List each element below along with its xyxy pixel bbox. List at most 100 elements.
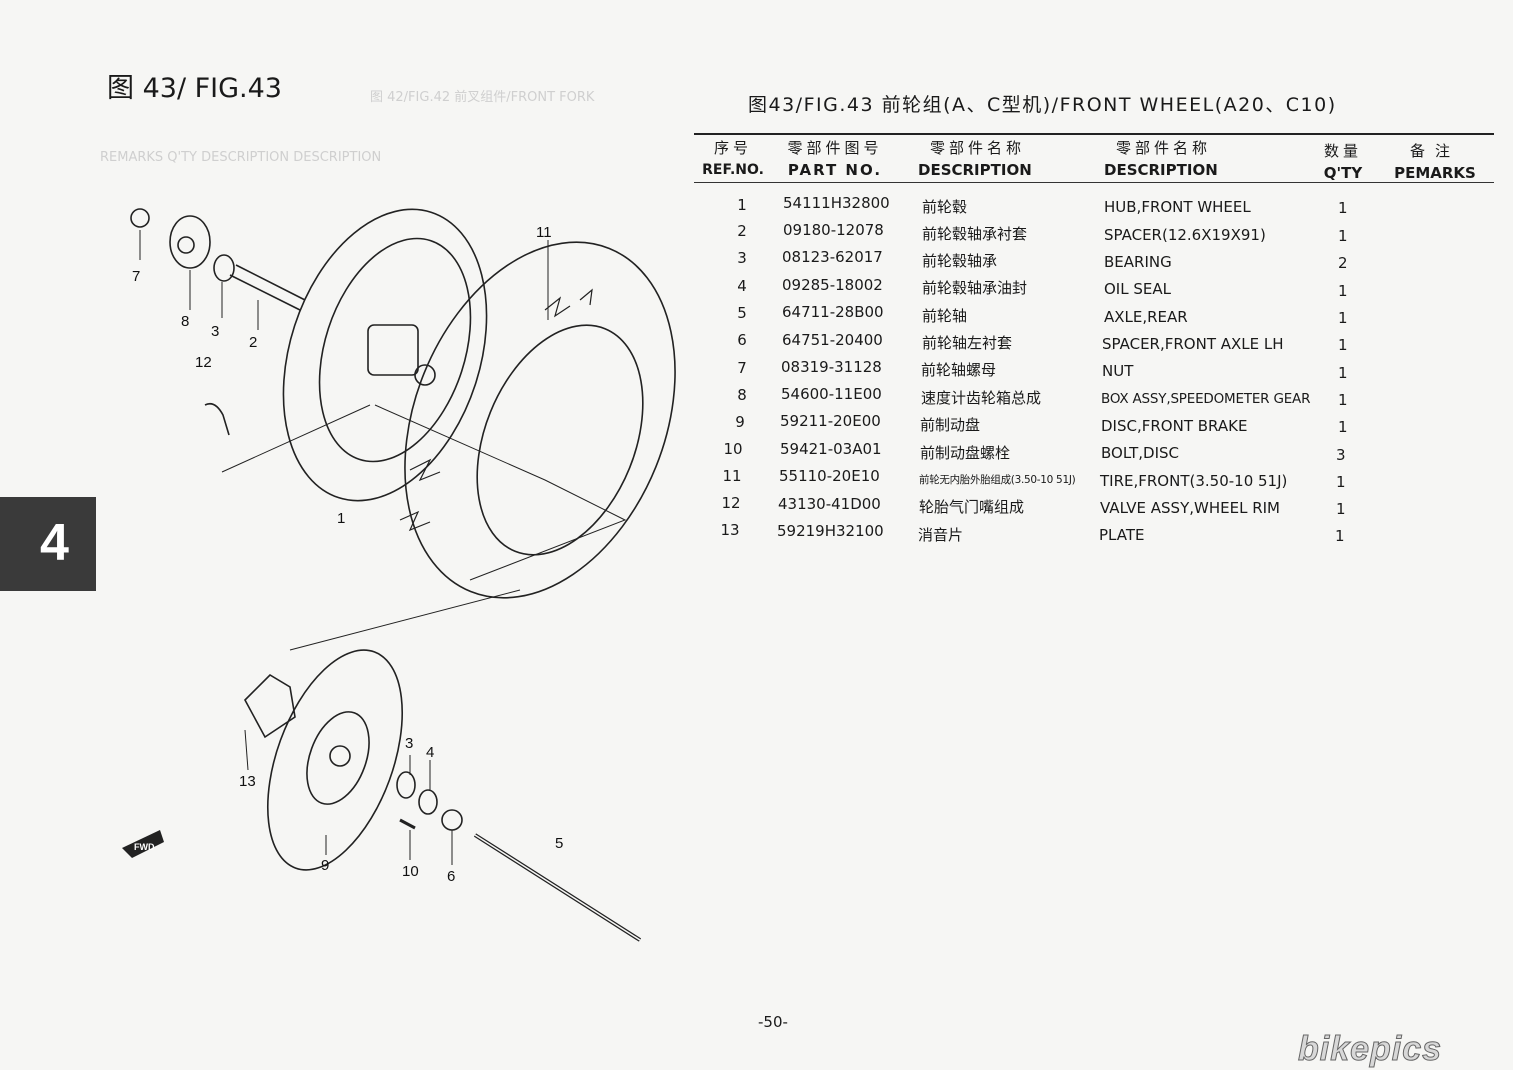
tire-outline (404, 241, 676, 599)
cell-ref: 10 (723, 440, 743, 458)
cell-name-cn: 前轮轴 (922, 307, 968, 325)
cell-qty: 3 (1336, 446, 1346, 464)
cell-name-cn: 速度计齿轮箱总成 (921, 389, 1042, 407)
cell-name-en: BOLT,DISC (1101, 444, 1180, 462)
cell-name-cn: 前轮毂 (922, 198, 968, 216)
cell-name-en: TIRE,FRONT(3.50-10 51J) (1100, 472, 1288, 490)
cell-name-en: BOX ASSY,SPEEDOMETER GEAR (1101, 391, 1311, 407)
cell-name-en: VALVE ASSY,WHEEL RIM (1100, 499, 1280, 517)
cell-qty: 2 (1338, 254, 1348, 272)
brake-disc-9 (266, 649, 404, 871)
cell-part-no: 09285-18002 (782, 276, 883, 294)
callout-6: 6 (447, 868, 455, 885)
watermark-logo: bikepics (1297, 1030, 1443, 1069)
bleed-through-text: 图 42/FIG.42 前叉组件/FRONT FORK (370, 90, 595, 105)
callout-10: 10 (402, 863, 419, 880)
callout-2: 2 (249, 334, 257, 351)
cell-name-cn: 前轮无内胎外胎组成(3.50-10 51J) (919, 474, 1076, 486)
cell-ref: 3 (737, 249, 747, 267)
cell-part-no: 43130-41D00 (778, 495, 881, 513)
cell-name-cn: 前轮毂轴承衬套 (922, 225, 1028, 243)
cell-name-en: DISC,FRONT BRAKE (1101, 417, 1248, 435)
hub-bearing-seat (414, 364, 436, 386)
table-top-rule (694, 133, 1494, 135)
bearing-3-top (213, 254, 235, 282)
tire-tread-marks (399, 288, 593, 532)
bolt-10 (399, 818, 416, 830)
callout-5: 5 (555, 835, 563, 852)
cell-part-no: 54111H32800 (783, 194, 890, 212)
cell-part-no: 55110-20E10 (779, 467, 880, 485)
callout-11: 11 (536, 224, 552, 241)
cell-name-cn: 轮胎气门嘴组成 (919, 498, 1025, 516)
cell-qty: 1 (1336, 500, 1346, 518)
cell-qty: 1 (1338, 364, 1348, 382)
callout-9: 9 (321, 857, 329, 874)
cell-qty: 1 (1338, 282, 1348, 300)
cell-name-cn: 前轮轴左衬套 (922, 334, 1013, 352)
axle-nut-7 (130, 208, 150, 228)
cell-part-no: 59421-03A01 (780, 440, 882, 458)
cell-name-cn: 消音片 (918, 526, 964, 544)
tire-inner-bead (476, 324, 644, 556)
cell-name-en: SPACER(12.6X19X91) (1104, 226, 1266, 244)
cell-part-no: 64751-20400 (782, 331, 883, 349)
cell-qty: 1 (1335, 527, 1345, 545)
cell-name-cn: 前制动盘螺栓 (920, 444, 1011, 462)
cell-part-no: 59211-20E00 (780, 412, 881, 430)
bearing-3-bottom (396, 771, 416, 799)
cell-ref: 12 (721, 494, 741, 512)
cell-name-cn: 前轮轴螺母 (921, 361, 997, 379)
cell-ref: 2 (737, 222, 747, 240)
section-tab: 4 (0, 497, 96, 591)
spacer-2 (229, 264, 306, 311)
cell-name-cn: 前制动盘 (920, 416, 981, 434)
callout-3b: 3 (405, 735, 413, 752)
cell-ref: 6 (737, 331, 747, 349)
cell-name-en: AXLE,REAR (1104, 308, 1188, 326)
wheel-rim-inner (318, 237, 472, 463)
cell-qty: 1 (1336, 473, 1346, 491)
cell-name-en: PLATE (1099, 526, 1145, 544)
figure-label: 图 43/ FIG.43 (107, 73, 282, 104)
cell-name-cn: 前轮毂轴承 (922, 252, 998, 270)
cell-part-no: 08319-31128 (781, 358, 882, 376)
page-number: -50- (758, 1013, 788, 1031)
cell-ref: 13 (720, 521, 740, 539)
cell-name-en: SPACER,FRONT AXLE LH (1102, 335, 1284, 353)
cell-part-no: 64711-28B00 (782, 303, 884, 321)
valve-12 (204, 402, 230, 436)
wheel-rim-outline (282, 208, 488, 502)
cell-qty: 1 (1338, 199, 1348, 217)
cell-ref: 11 (722, 467, 742, 485)
bleed-through-text: REMARKS Q'TY DESCRIPTION DESCRIPTION (100, 150, 382, 165)
table-title: 图43/FIG.43 前轮组(A、C型机)/FRONT WHEEL(A20、C1… (748, 94, 1337, 116)
cell-part-no: 09180-12078 (783, 221, 884, 239)
cell-ref: 7 (737, 359, 747, 377)
plate-13 (244, 673, 296, 739)
exploded-view-diagram: FWD 7 8 3 2 11 12 1 3 4 13 9 10 6 5 (122, 208, 676, 942)
fwd-arrow-icon: FWD (122, 830, 164, 858)
cell-name-en: OIL SEAL (1104, 280, 1171, 298)
cell-qty: 1 (1338, 418, 1348, 436)
callout-7: 7 (132, 268, 140, 285)
cell-ref: 9 (735, 413, 745, 431)
cell-qty: 1 (1338, 309, 1348, 327)
cell-part-no: 08123-62017 (782, 248, 883, 266)
cell-qty: 1 (1338, 391, 1348, 409)
callout-12: 12 (195, 354, 212, 371)
callout-4: 4 (426, 744, 434, 761)
cell-qty: 1 (1338, 336, 1348, 354)
cell-part-no: 59219H32100 (777, 522, 884, 540)
cell-ref: 1 (737, 196, 747, 214)
cell-qty: 1 (1338, 227, 1348, 245)
cell-name-en: BEARING (1104, 253, 1172, 271)
callout-3: 3 (211, 323, 219, 340)
spacer-6 (441, 809, 463, 831)
cell-part-no: 54600-11E00 (781, 385, 882, 403)
